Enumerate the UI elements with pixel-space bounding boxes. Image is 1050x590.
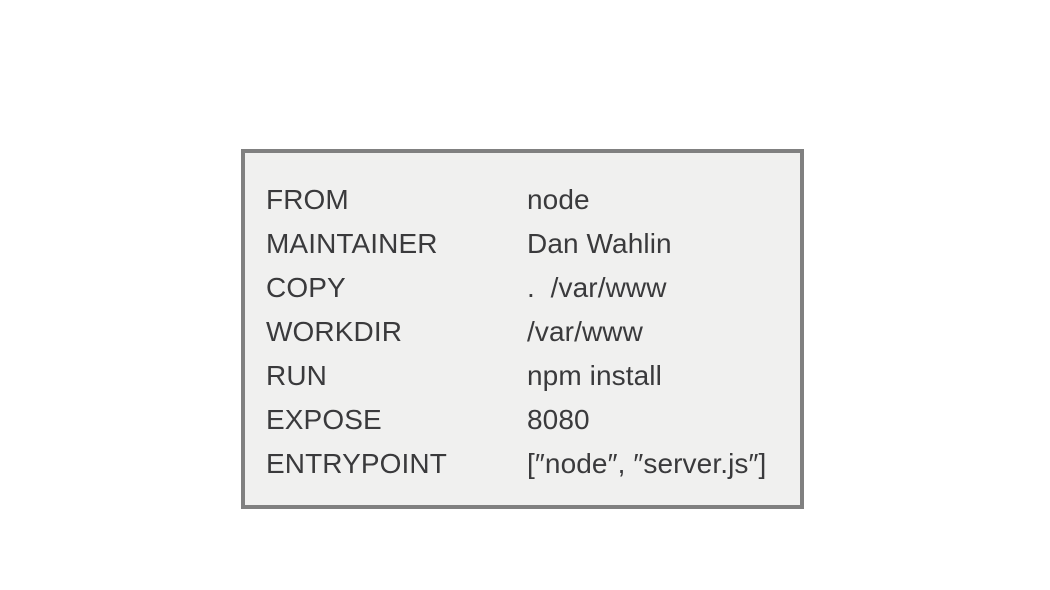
dockerfile-instruction: ENTRYPOINT xyxy=(266,448,447,479)
table-row: COPY . /var/www xyxy=(266,266,787,310)
table-row: EXPOSE 8080 xyxy=(266,398,787,442)
dockerfile-instruction: FROM xyxy=(266,184,349,215)
dockerfile-argument: node xyxy=(527,184,590,215)
dockerfile-argument: . /var/www xyxy=(527,272,667,303)
dockerfile-instruction: COPY xyxy=(266,272,346,303)
dockerfile-instruction: WORKDIR xyxy=(266,316,403,347)
dockerfile-argument: [″node″, ″server.js″] xyxy=(527,448,767,479)
dockerfile-instruction-table: FROM node MAINTAINER Dan Wahlin COPY . /… xyxy=(266,178,787,486)
dockerfile-argument: npm install xyxy=(527,360,662,391)
table-row: RUN npm install xyxy=(266,354,787,398)
dockerfile-instruction: RUN xyxy=(266,360,327,391)
dockerfile-argument: /var/www xyxy=(527,316,643,347)
dockerfile-panel: FROM node MAINTAINER Dan Wahlin COPY . /… xyxy=(241,149,804,509)
table-row: MAINTAINER Dan Wahlin xyxy=(266,222,787,266)
table-row: WORKDIR /var/www xyxy=(266,310,787,354)
table-row: ENTRYPOINT [″node″, ″server.js″] xyxy=(266,442,787,486)
table-row: FROM node xyxy=(266,178,787,222)
dockerfile-argument: Dan Wahlin xyxy=(527,228,672,259)
dockerfile-argument: 8080 xyxy=(527,404,590,435)
dockerfile-instruction: EXPOSE xyxy=(266,404,382,435)
dockerfile-instruction: MAINTAINER xyxy=(266,228,438,259)
